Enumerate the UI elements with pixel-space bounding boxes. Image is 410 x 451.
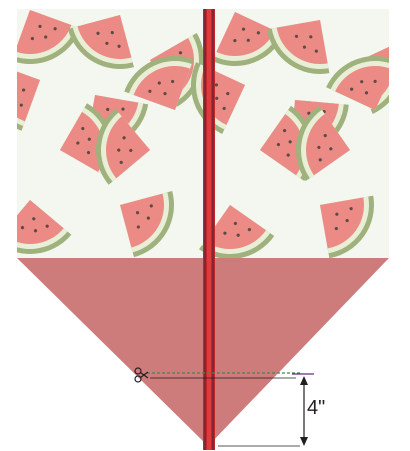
measurement-indicator xyxy=(218,373,314,447)
measurement-label: 4" xyxy=(307,397,326,419)
center-strip xyxy=(203,9,215,450)
scissors-icon xyxy=(134,367,149,383)
